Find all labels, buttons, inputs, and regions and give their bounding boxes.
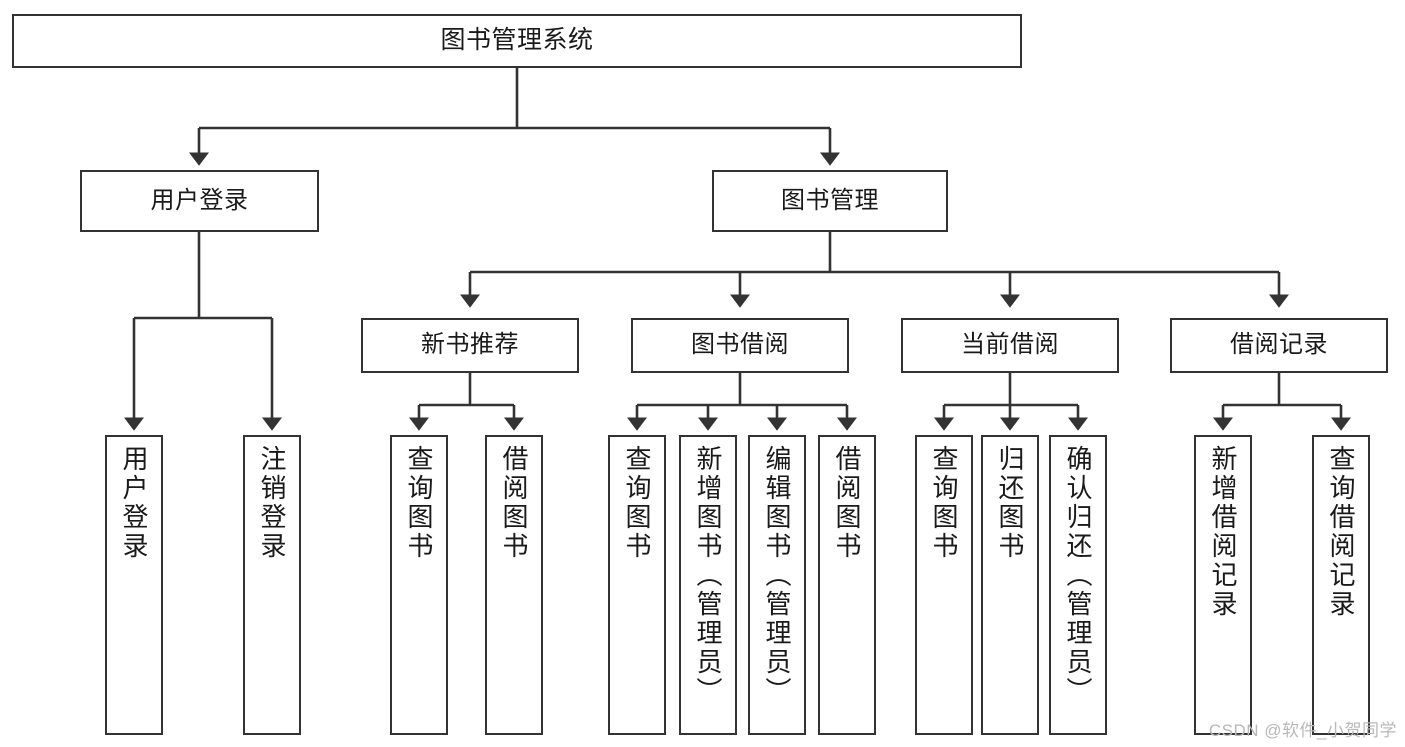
node-label: 确认归还（管理员） [1063,445,1093,706]
node-label: 新增借阅记录 [1208,445,1238,619]
leaf-borrow-query-book[interactable]: 查询图书 [608,435,666,735]
node-new-book-recommend[interactable]: 新书推荐 [361,318,579,373]
leaf-records-add[interactable]: 新增借阅记录 [1194,435,1252,735]
leaf-user-login[interactable]: 用户登录 [105,435,163,735]
node-label: 当前借阅 [961,331,1059,359]
node-user-login[interactable]: 用户登录 [80,170,319,232]
leaf-borrow-add-book[interactable]: 新增图书（管理员） [679,435,737,735]
node-label: 查询借阅记录 [1326,445,1356,619]
csdn-watermark: CSDN @软件_小贺同学 [1208,721,1397,740]
leaf-records-query[interactable]: 查询借阅记录 [1312,435,1370,735]
node-label: 图书管理系统 [440,26,594,55]
leaf-logout-login[interactable]: 注销登录 [243,435,301,735]
node-label: 图书借阅 [691,331,789,359]
node-label: 借阅记录 [1230,331,1328,359]
leaf-new-book-query[interactable]: 查询图书 [390,435,448,735]
node-root-book-management-system[interactable]: 图书管理系统 [12,14,1022,68]
node-label: 查询图书 [929,445,959,561]
node-label: 图书管理 [781,186,879,214]
node-book-borrow[interactable]: 图书借阅 [631,318,849,373]
leaf-borrow-borrow-book[interactable]: 借阅图书 [818,435,876,735]
node-label: 借阅图书 [832,445,862,561]
node-label: 借阅图书 [499,445,529,561]
leaf-new-book-borrow[interactable]: 借阅图书 [485,435,543,735]
node-label: 新书推荐 [421,331,519,359]
leaf-current-return-book[interactable]: 归还图书 [981,435,1039,735]
node-label: 查询图书 [404,445,434,561]
leaf-current-confirm-return[interactable]: 确认归还（管理员） [1049,435,1107,735]
node-label: 新增图书（管理员） [693,445,723,706]
node-label: 注销登录 [257,445,287,561]
node-label: 用户登录 [150,186,249,214]
node-label: 编辑图书（管理员） [762,445,792,706]
node-book-management[interactable]: 图书管理 [712,170,948,232]
node-label: 用户登录 [119,445,149,561]
node-label: 归还图书 [995,445,1025,561]
node-borrow-records[interactable]: 借阅记录 [1170,318,1388,373]
leaf-borrow-edit-book[interactable]: 编辑图书（管理员） [748,435,806,735]
leaf-current-query-book[interactable]: 查询图书 [915,435,973,735]
node-label: 查询图书 [622,445,652,561]
node-current-borrow[interactable]: 当前借阅 [901,318,1119,373]
